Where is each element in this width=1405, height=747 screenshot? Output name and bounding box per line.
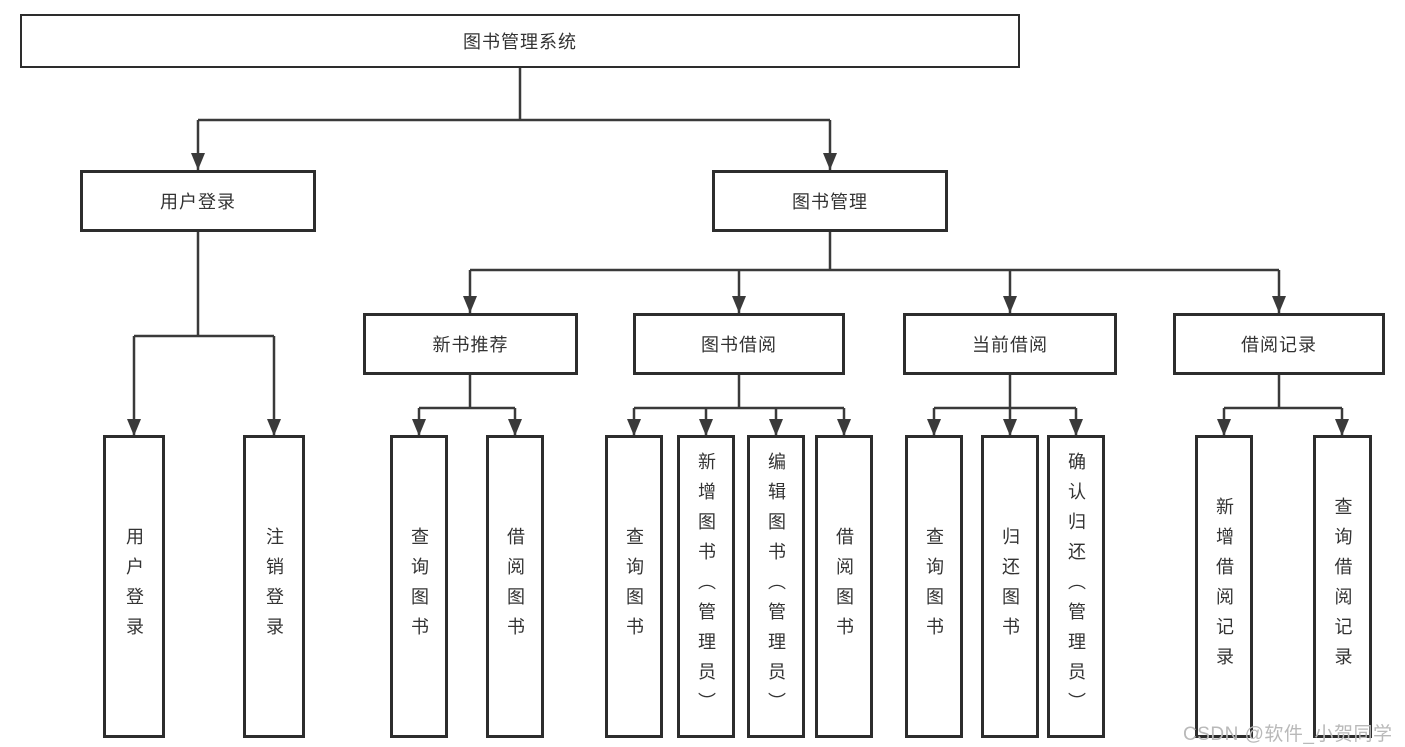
leaf-current-query-books-label: 查询图书 bbox=[924, 526, 944, 647]
csdn-watermark: CSDN @软件_小贺同学 bbox=[1183, 724, 1393, 745]
leaf-current-return-books: 归还图书 bbox=[981, 435, 1039, 738]
node-book-management-label: 图书管理 bbox=[792, 192, 868, 212]
leaf-borrow-borrow-books: 借阅图书 bbox=[815, 435, 873, 738]
node-current-borrow-label: 当前借阅 bbox=[972, 335, 1048, 355]
node-user-login: 用户登录 bbox=[80, 170, 316, 232]
node-root: 图书管理系统 bbox=[20, 14, 1020, 68]
leaf-borrow-query-books-label: 查询图书 bbox=[624, 526, 644, 647]
node-book-borrow-label: 图书借阅 bbox=[701, 335, 777, 355]
leaf-logout: 注销登录 bbox=[243, 435, 305, 738]
leaf-user-login-label: 用户登录 bbox=[124, 526, 144, 647]
leaf-records-query-record-label: 查询借阅记录 bbox=[1332, 496, 1353, 677]
node-user-login-label: 用户登录 bbox=[160, 192, 236, 212]
leaf-borrow-query-books: 查询图书 bbox=[605, 435, 663, 738]
leaf-records-add-record-label: 新增借阅记录 bbox=[1214, 496, 1234, 677]
leaf-borrow-add-books: 新增图书（管理员） bbox=[677, 435, 735, 738]
leaf-newbook-query-books: 查询图书 bbox=[390, 435, 448, 738]
leaf-newbook-query-books-label: 查询图书 bbox=[409, 526, 429, 647]
node-book-management: 图书管理 bbox=[712, 170, 948, 232]
leaf-records-query-record: 查询借阅记录 bbox=[1313, 435, 1372, 738]
connector-user-login-branch bbox=[127, 232, 281, 436]
leaf-borrow-add-books-label: 新增图书（管理员） bbox=[696, 451, 716, 722]
leaf-current-confirm-return-label: 确认归还（管理员） bbox=[1066, 451, 1086, 722]
leaf-current-query-books: 查询图书 bbox=[905, 435, 963, 738]
leaf-records-add-record: 新增借阅记录 bbox=[1195, 435, 1253, 738]
leaf-borrow-edit-books: 编辑图书（管理员） bbox=[747, 435, 805, 738]
node-new-book-recommend: 新书推荐 bbox=[363, 313, 578, 375]
leaf-newbook-borrow-books: 借阅图书 bbox=[486, 435, 544, 738]
leaf-current-confirm-return: 确认归还（管理员） bbox=[1047, 435, 1105, 738]
node-current-borrow: 当前借阅 bbox=[903, 313, 1117, 375]
connector-book-borrow-branch bbox=[627, 375, 851, 436]
connector-current-borrow-branch bbox=[927, 375, 1083, 436]
node-new-book-recommend-label: 新书推荐 bbox=[432, 335, 509, 355]
connector-root-to-level2 bbox=[191, 68, 837, 170]
connector-new-book-recommend-branch bbox=[412, 375, 522, 436]
leaf-user-login: 用户登录 bbox=[103, 435, 165, 738]
connector-book-management-to-level3 bbox=[463, 232, 1286, 313]
connector-borrow-records-branch bbox=[1217, 375, 1349, 436]
node-book-borrow: 图书借阅 bbox=[633, 313, 845, 375]
leaf-current-return-books-label: 归还图书 bbox=[1000, 526, 1020, 647]
node-root-label: 图书管理系统 bbox=[463, 32, 577, 52]
leaf-logout-label: 注销登录 bbox=[264, 526, 284, 647]
leaf-newbook-borrow-books-label: 借阅图书 bbox=[505, 526, 525, 647]
leaf-borrow-edit-books-label: 编辑图书（管理员） bbox=[766, 451, 786, 722]
node-borrow-records-label: 借阅记录 bbox=[1241, 335, 1317, 355]
leaf-borrow-borrow-books-label: 借阅图书 bbox=[834, 526, 854, 647]
node-borrow-records: 借阅记录 bbox=[1173, 313, 1385, 375]
